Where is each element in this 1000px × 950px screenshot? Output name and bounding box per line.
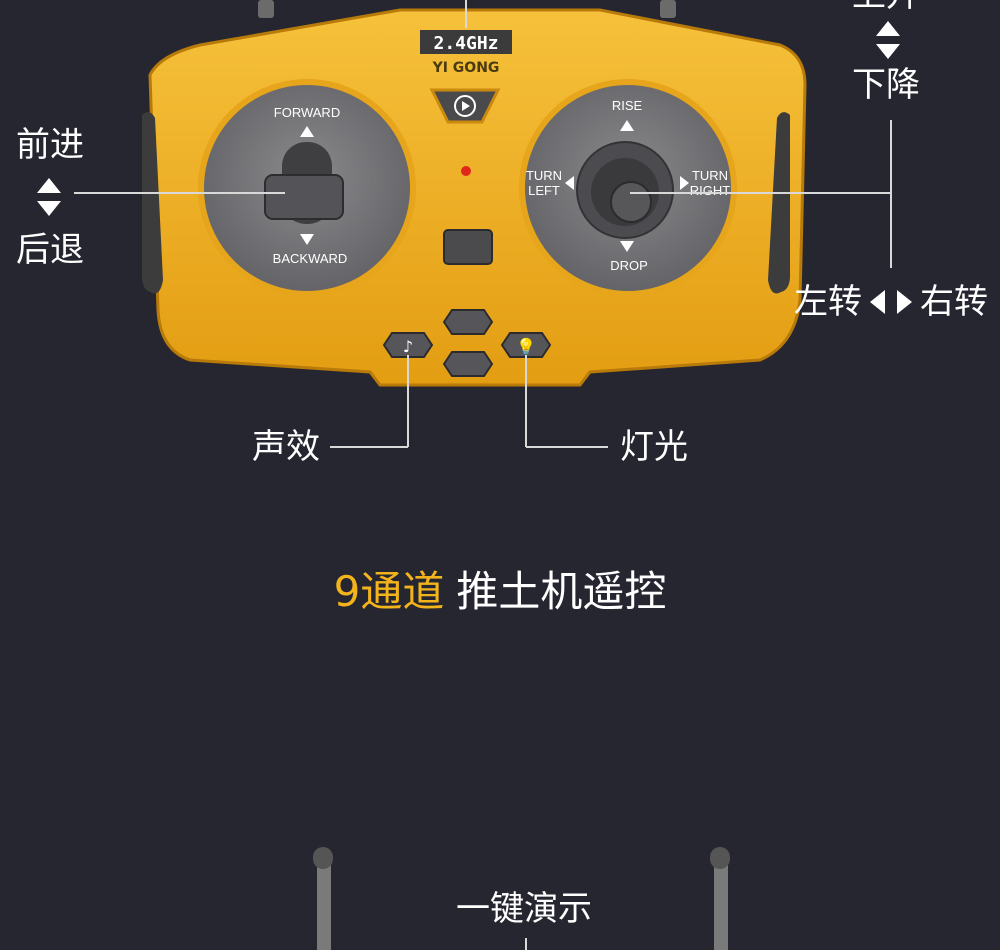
light-bulb-icon: 💡 (516, 337, 536, 356)
turn-left-arrow-icon (565, 176, 574, 190)
drop-arrow-callout-icon (876, 44, 900, 59)
bottom-top-button[interactable] (442, 309, 494, 335)
frequency-badge (420, 30, 512, 54)
turn-right-arrow-icon (680, 176, 689, 190)
power-led (461, 166, 471, 176)
antenna-right-icon (660, 0, 676, 18)
backward-label: BACKWARD (273, 251, 348, 266)
rise-callout: 上升 (852, 0, 920, 12)
backward-arrow-icon (300, 234, 314, 245)
turn-right-callout: 右转 (920, 282, 988, 322)
drop-callout: 下降 (852, 65, 920, 105)
rise-arrow-icon (620, 120, 634, 131)
turn-right-label-2: RIGHT (690, 183, 731, 198)
bottom-bottom-button[interactable] (442, 351, 494, 377)
turn-left-callout: 左转 (794, 282, 862, 322)
headline-accent: 9通道 (333, 567, 445, 616)
headline-rest: 推土机遥控 (456, 567, 667, 616)
brand-label: YI GONG (432, 60, 500, 76)
gear-icon (454, 95, 476, 117)
turn-right-label-1: TURN (692, 168, 728, 183)
drop-label: DROP (610, 258, 648, 273)
light-button[interactable] (500, 332, 552, 358)
sound-icon: ♪ (403, 337, 413, 356)
forward-arrow-icon (300, 126, 314, 137)
turn-left-label-1: TURN (526, 168, 562, 183)
turn-left-label-2: LEFT (528, 183, 560, 198)
play-icon (462, 101, 470, 111)
sound-callout: 声效 (252, 427, 320, 467)
rise-label: RISE (612, 98, 643, 113)
turn-right-arrow-callout-icon (897, 290, 912, 314)
left-grip (142, 112, 163, 294)
left-stick-lever[interactable] (264, 174, 344, 220)
antenna-tip-left-icon (313, 847, 333, 869)
light-callout: 灯光 (620, 427, 688, 467)
forward-callout: 前进 (16, 125, 84, 165)
backward-callout: 后退 (16, 230, 84, 270)
power-switch[interactable] (443, 229, 493, 265)
demo-callout: 一键演示 (456, 889, 592, 929)
headline: 9通道推土机遥控 (0, 558, 1000, 619)
backward-arrow-callout-icon (37, 201, 61, 216)
drop-arrow-icon (620, 241, 634, 252)
antenna-right-lower (714, 858, 728, 950)
antenna-tip-right-icon (710, 847, 730, 869)
forward-arrow-callout-icon (37, 178, 61, 193)
antenna-left-icon (258, 0, 274, 18)
right-stick-knob[interactable] (610, 181, 652, 223)
antenna-left-lower (317, 858, 331, 950)
rise-arrow-callout-icon (876, 21, 900, 36)
right-grip (768, 112, 790, 294)
frequency-label: 2.4GHz (433, 33, 498, 54)
sound-button[interactable] (382, 332, 434, 358)
forward-label: FORWARD (274, 105, 340, 120)
turn-left-arrow-callout-icon (870, 290, 885, 314)
